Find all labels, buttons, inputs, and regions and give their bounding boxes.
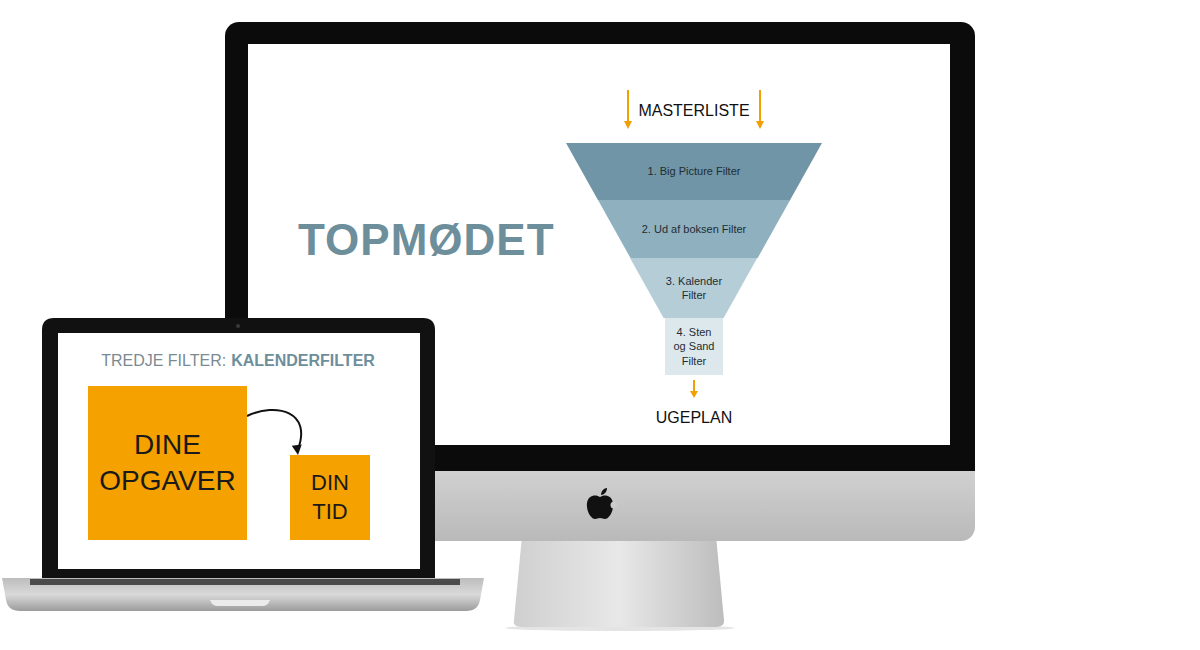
curved-arrow [247, 410, 302, 455]
orange-box: DIN TID [290, 455, 370, 540]
funnel-band: 3. Kalender Filter [630, 258, 757, 318]
laptop-base [2, 578, 484, 611]
funnel-band: 1. Big Picture Filter [566, 143, 822, 200]
orange-box: DINE OPGAVER [88, 386, 247, 540]
output-arrowhead [690, 391, 698, 398]
laptop-camera [236, 324, 240, 328]
input-arrowhead [624, 121, 632, 129]
text-group: 4. Sten og Sand Filter [671, 325, 717, 368]
apple-logo-bite [611, 502, 618, 509]
apple-logo-leaf [601, 488, 607, 495]
connector-line [247, 410, 301, 449]
laptop-lid [42, 318, 435, 582]
text-group: 1. Big Picture Filter [648, 164, 741, 178]
funnel-band-fill [598, 200, 790, 258]
node-text: 1. Big Picture Filter [648, 164, 741, 178]
node-text: DINE OPGAVER [94, 427, 241, 500]
imac-stand [514, 536, 724, 627]
funnel-output-label: UGEPLAN [656, 408, 732, 427]
node-text: 2. Ud af boksen Filter [642, 222, 747, 236]
slide-heading-part: KALENDERFILTER [231, 352, 375, 369]
slide-heading-part: TREDJE FILTER: [101, 352, 226, 369]
funnel-band: 4. Sten og Sand Filter [665, 318, 723, 375]
input-arrowhead [756, 121, 764, 129]
text-group: DINE OPGAVER [94, 427, 241, 500]
funnel-band-fill [566, 143, 822, 200]
funnel-band-fill [665, 318, 723, 375]
text-group: 2. Ud af boksen Filter [642, 222, 747, 236]
text-group: 3. Kalender Filter [654, 274, 734, 303]
laptop-keyboard [30, 579, 460, 585]
orange-box-fill [88, 386, 247, 540]
laptop-screen [58, 333, 420, 569]
node-text: DIN TID [302, 469, 358, 526]
laptop-notch [210, 600, 270, 606]
text-group: DIN TID [302, 469, 358, 526]
input-arrow [759, 90, 761, 124]
apple-logo [587, 495, 613, 519]
orange-box-shape [290, 455, 370, 540]
slide-title: TOPMØDET [298, 214, 555, 267]
funnel-band-shape [630, 258, 757, 318]
node-text: 4. Sten og Sand Filter [671, 325, 717, 368]
funnel-band-fill [630, 258, 757, 318]
slide-heading: TREDJE FILTER: KALENDERFILTER [101, 351, 375, 370]
funnel-input-label: MASTERLISTE [638, 101, 749, 120]
node-text: 3. Kalender Filter [654, 274, 734, 303]
arrowhead [292, 444, 302, 455]
orange-box-shape [88, 386, 247, 540]
funnel-band: 2. Ud af boksen Filter [598, 200, 790, 258]
input-arrow [627, 90, 629, 124]
orange-box-fill [290, 455, 370, 540]
